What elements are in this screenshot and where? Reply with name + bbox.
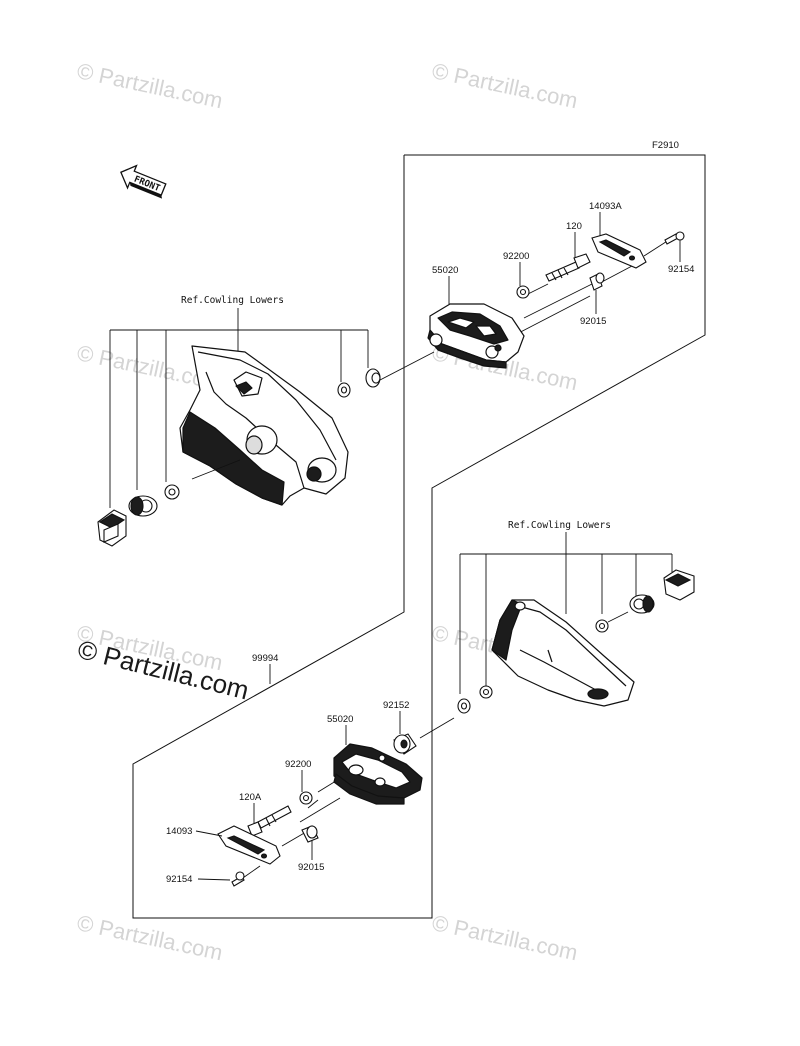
part-label-14093A: 14093A xyxy=(589,201,622,212)
assembly-label: 99994 xyxy=(252,653,278,664)
part-label-92200: 92200 xyxy=(503,251,529,262)
screw-92154-bottom xyxy=(231,871,245,887)
collar-92015-bottom xyxy=(301,825,319,843)
ref-leaders-top xyxy=(109,308,369,508)
part-labels-bottom: 55020 92152 92200 120A 14093 92154 92015 xyxy=(166,700,409,885)
slider-bracket-bottom xyxy=(333,743,423,805)
front-arrow-icon: FRONT xyxy=(120,164,167,199)
cowling-lower-top xyxy=(179,345,349,506)
cover-14093A-top xyxy=(591,233,647,269)
part-label-92015: 92015 xyxy=(580,316,606,327)
collar-92015-top xyxy=(589,272,605,291)
grommet-bottom xyxy=(629,594,655,614)
clip-nut-bottom xyxy=(663,569,695,601)
part-label-92154: 92154 xyxy=(668,264,694,275)
cover-14093-bottom xyxy=(217,825,281,865)
slider-bracket-top xyxy=(427,303,525,369)
ref-leaders-bottom xyxy=(459,532,673,694)
ref-cowling-label-top: Ref.Cowling Lowers xyxy=(181,295,284,306)
bolt-120-top xyxy=(545,253,591,282)
washer-bottom-right xyxy=(595,619,609,633)
part-label-92200-b: 92200 xyxy=(285,759,311,770)
part-label-120A: 120A xyxy=(239,792,262,803)
part-label-120: 120 xyxy=(566,221,582,232)
frame-lines xyxy=(132,154,706,919)
spacer-92152-bottom xyxy=(393,733,417,755)
figure-code: F2910 xyxy=(652,140,679,151)
washer-92200-top xyxy=(516,285,530,299)
washer-bottom-left-b xyxy=(457,698,471,714)
part-label-92152: 92152 xyxy=(383,700,409,711)
spacer-top-right xyxy=(365,368,381,388)
part-label-55020-b: 55020 xyxy=(327,714,353,725)
part-label-92154-b: 92154 xyxy=(166,874,192,885)
washer-top-left xyxy=(164,484,180,500)
part-label-92015-b: 92015 xyxy=(298,862,324,873)
bolt-120A-bottom xyxy=(247,805,292,837)
ref-cowling-label-bottom: Ref.Cowling Lowers xyxy=(508,520,611,531)
clip-nut-top xyxy=(97,509,127,547)
grommet-top xyxy=(128,495,158,517)
part-label-55020: 55020 xyxy=(432,265,458,276)
part-label-14093: 14093 xyxy=(166,826,192,837)
part-labels-top: 14093A 120 92200 55020 92154 92015 xyxy=(432,201,694,327)
screw-92154-top xyxy=(664,231,685,245)
washer-92200-bottom xyxy=(299,791,313,805)
washer-top-right xyxy=(337,382,351,398)
cowling-lower-bottom xyxy=(491,599,635,707)
washer-bottom-left-a xyxy=(479,685,493,699)
